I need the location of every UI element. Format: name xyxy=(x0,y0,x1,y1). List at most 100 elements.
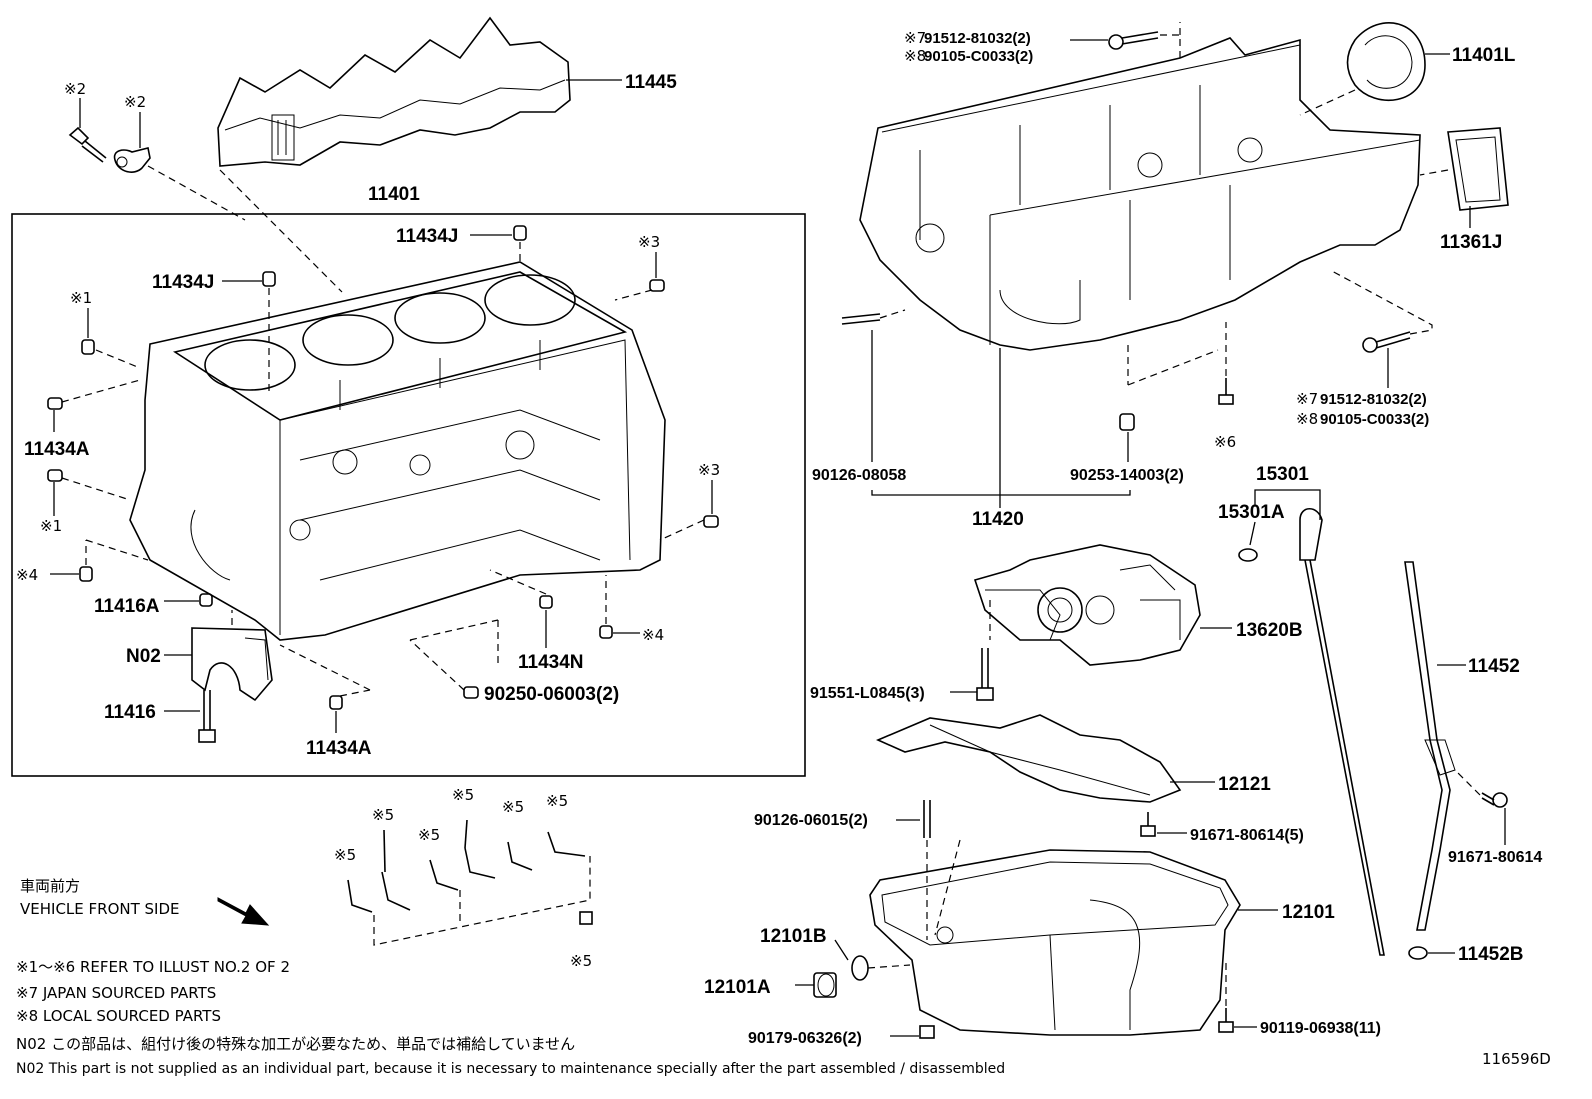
gauge-guide-11452 xyxy=(1404,561,1456,931)
note-ref: ※1～※6 REFER TO ILLUST NO.2 OF 2 xyxy=(16,958,290,976)
label-90250: 90250-06003(2) xyxy=(484,684,619,705)
label-12101: 12101 xyxy=(1282,902,1335,923)
mark-5-f: ※5 xyxy=(546,792,568,810)
mark-5-a: ※5 xyxy=(334,846,356,864)
label-11434A-left: 11434A xyxy=(24,439,90,460)
bolt-11416 xyxy=(198,690,216,743)
note-front-jp: 車両前方 xyxy=(20,877,80,895)
nut-90179 xyxy=(919,1025,935,1039)
oil-jets-mark5 xyxy=(347,819,593,925)
note-front-en: VEHICLE FRONT SIDE xyxy=(20,900,180,918)
bolt-91512-bottom xyxy=(1362,331,1411,353)
label-90253: 90253-14003(2) xyxy=(1070,467,1184,484)
plug-12101A xyxy=(813,972,837,998)
label-11416A: 11416A xyxy=(94,596,160,617)
mark-2-bolt: ※2 xyxy=(64,80,86,98)
dowel-mark1-top xyxy=(81,339,95,355)
dowel-11434A-bottom xyxy=(329,695,343,710)
label-15301A: 15301A xyxy=(1218,502,1285,523)
mark-5-b: ※5 xyxy=(372,806,394,824)
bolt-90119 xyxy=(1218,1008,1234,1033)
label-90126-08058: 90126-08058 xyxy=(812,467,906,484)
label-11434J-left: 11434J xyxy=(152,272,214,293)
mark-1-top: ※1 xyxy=(70,289,92,307)
mark-2-stud: ※2 xyxy=(124,93,146,111)
washer-12101B xyxy=(851,955,869,981)
note-n02-en: N02 This part is not supplied as an indi… xyxy=(16,1061,1005,1077)
mark-1-bottom: ※1 xyxy=(40,517,62,535)
label-11420: 11420 xyxy=(972,509,1024,530)
dowel-11434N xyxy=(539,595,553,609)
gasket-11361J xyxy=(1447,127,1509,211)
label-91512-top: 91512-81032(2) xyxy=(924,30,1031,47)
dowel-11434J-top xyxy=(513,225,527,241)
mark-5-e: ※5 xyxy=(502,798,524,816)
label-90105-top: 90105-C0033(2) xyxy=(924,48,1033,65)
label-11361J: 11361J xyxy=(1440,232,1502,253)
dowel-mark4-right xyxy=(599,625,613,639)
label-11452B: 11452B xyxy=(1458,944,1524,965)
label-11434N: 11434N xyxy=(518,652,584,673)
label-11434J-top: 11434J xyxy=(396,226,458,247)
mark-4-left: ※4 xyxy=(16,566,38,584)
label-11434A-bottom: 11434A xyxy=(306,738,372,759)
dowel-90250 xyxy=(463,686,479,699)
baffle-plate-12121 xyxy=(875,714,1182,803)
label-11401L: 11401L xyxy=(1452,45,1516,66)
label-12121: 12121 xyxy=(1218,774,1271,795)
bolt-mark6 xyxy=(1218,378,1234,405)
bolt-91671 xyxy=(1481,792,1508,808)
label-N02: N02 xyxy=(126,646,161,667)
label-91512-bottom: 91512-81032(2) xyxy=(1320,391,1427,408)
mark-6: ※6 xyxy=(1214,433,1236,451)
label-11452: 11452 xyxy=(1468,656,1520,677)
mark-3-right: ※3 xyxy=(698,461,720,479)
bearing-cap-N02 xyxy=(191,627,273,702)
note-local-sourced: ※8 LOCAL SOURCED PARTS xyxy=(16,1007,221,1025)
o-ring-15301A xyxy=(1238,548,1258,562)
o-ring-11452B xyxy=(1408,946,1428,960)
cylinder-block-11401 xyxy=(129,261,666,641)
bolt-mark2 xyxy=(68,126,107,163)
note-japan-sourced: ※7 JAPAN SOURCED PARTS xyxy=(16,984,216,1002)
mark-8-top: ※8 xyxy=(904,47,926,65)
label-90119: 90119-06938(11) xyxy=(1260,1020,1381,1037)
dowel-90253 xyxy=(1119,413,1135,431)
dowel-11416A xyxy=(199,593,213,607)
label-90126-06015: 90126-06015(2) xyxy=(754,812,868,829)
mark-7-top: ※7 xyxy=(904,29,926,47)
dowel-mark4-left xyxy=(79,566,93,582)
diagram-id: 116596D xyxy=(1482,1050,1551,1068)
mark-8-bottom: ※8 xyxy=(1296,410,1318,428)
bolt-91512-top xyxy=(1108,31,1159,50)
note-n02-jp: N02 この部品は、組付け後の特殊な加工が必要なため、単品では補給していません xyxy=(16,1035,575,1053)
bolt-91551 xyxy=(976,648,994,701)
vehicle-front-arrow xyxy=(217,897,270,926)
label-11445: 11445 xyxy=(625,72,677,93)
block-insulator-11445 xyxy=(217,16,571,167)
crankcase-11420 xyxy=(859,37,1421,351)
dowel-mark3-top xyxy=(649,279,665,292)
label-15301: 15301 xyxy=(1256,464,1309,485)
label-13620B: 13620B xyxy=(1236,620,1303,641)
label-90179: 90179-06326(2) xyxy=(748,1030,862,1047)
oil-seal-11401L xyxy=(1346,22,1426,102)
oil-level-gauge-15301 xyxy=(1299,507,1385,956)
stud-90126-06015 xyxy=(923,800,931,838)
label-11401: 11401 xyxy=(368,184,420,205)
mark-5-g: ※5 xyxy=(570,952,592,970)
oil-pump-13620B xyxy=(973,544,1201,666)
mark-4-right: ※4 xyxy=(642,626,664,644)
stud-mark2 xyxy=(113,147,151,173)
stud-90126-08058 xyxy=(841,313,881,325)
dowel-11434J-left xyxy=(262,271,276,287)
label-12101B: 12101B xyxy=(760,926,827,947)
dowel-mark1-bot xyxy=(47,469,63,482)
oil-pan-12101 xyxy=(869,849,1241,1036)
label-91551: 91551-L0845(3) xyxy=(810,685,925,702)
bolt-91671-5 xyxy=(1140,812,1156,837)
dowel-mark3-right xyxy=(703,515,719,528)
cylinder-block-group-frame xyxy=(11,213,806,777)
label-91671-80614-5: 91671-80614(5) xyxy=(1190,827,1304,844)
